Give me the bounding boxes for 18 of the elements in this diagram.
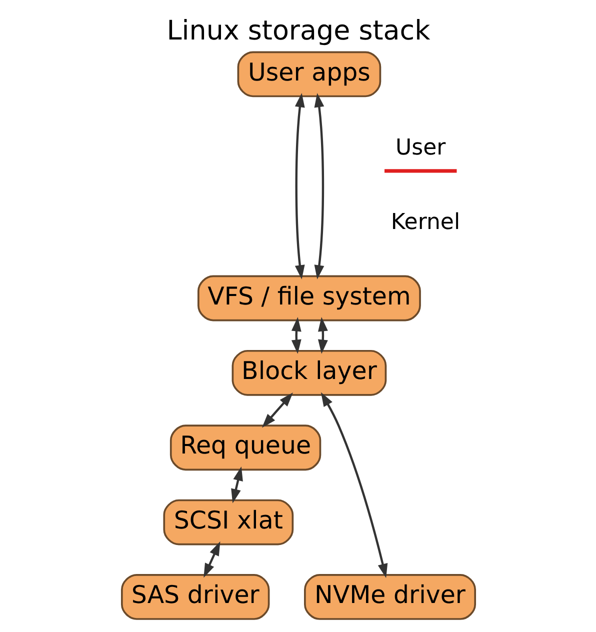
arrow xyxy=(203,541,220,578)
node-box: Block layer xyxy=(231,350,386,396)
node-box: SAS driver xyxy=(120,574,270,620)
arrow xyxy=(261,392,292,428)
arrow xyxy=(317,317,328,354)
node-box: SCSI xlat xyxy=(162,499,294,546)
node-box: User apps xyxy=(236,51,381,98)
arrow xyxy=(314,92,324,280)
diagram-title: Linux storage stack xyxy=(166,15,430,46)
label: User xyxy=(395,135,446,160)
node-box: NVMe driver xyxy=(304,574,476,620)
arrow xyxy=(290,317,301,354)
arrow xyxy=(320,392,388,578)
node-box: Req queue xyxy=(169,424,321,471)
label: Kernel xyxy=(390,210,460,235)
node-box: VFS / file system xyxy=(197,275,420,322)
arrow xyxy=(230,466,242,504)
arrow xyxy=(294,92,304,280)
